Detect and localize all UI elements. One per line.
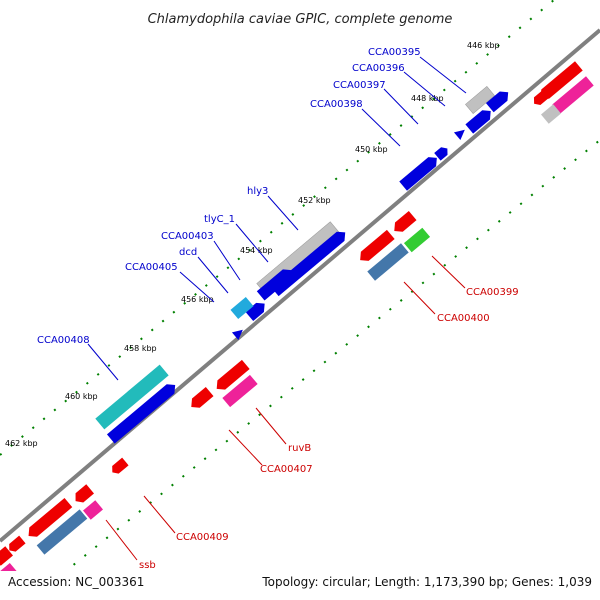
- kbp-labels: 446 kbp 448 kbp 450 kbp 452 kbp 454 kbp …: [5, 41, 500, 448]
- leaders-forward: [87, 56, 467, 381]
- gene-label[interactable]: ruvB: [288, 443, 311, 454]
- kbp-label: 460 kbp: [65, 392, 98, 401]
- gene-label[interactable]: ssb: [139, 560, 156, 571]
- gene-cca00396[interactable]: [465, 106, 494, 134]
- gene-cca00405[interactable]: [230, 296, 254, 320]
- gene-cca00403[interactable]: [256, 266, 295, 301]
- gene-label[interactable]: dcd: [179, 247, 197, 258]
- gene-cca00408[interactable]: [95, 364, 169, 430]
- gene-label[interactable]: CCA00395: [368, 47, 421, 58]
- kbp-label: 458 kbp: [124, 344, 157, 353]
- ticks-inner: [29, 139, 600, 600]
- gene-cca00407-small[interactable]: [187, 386, 214, 412]
- kbp-label: 452 kbp: [298, 196, 331, 205]
- gene-cca00408b[interactable]: [106, 380, 179, 444]
- footer-bg: [0, 571, 600, 600]
- gene-ssb[interactable]: [83, 500, 103, 520]
- kbp-label: 456 kbp: [181, 295, 214, 304]
- gene-label[interactable]: CCA00398: [310, 99, 363, 110]
- kbp-label: 462 kbp: [5, 439, 38, 448]
- accession-text: Accession: NC_003361: [8, 575, 144, 589]
- kbp-label: 448 kbp: [411, 94, 444, 103]
- gene-right-grey[interactable]: [541, 104, 561, 124]
- gene-label[interactable]: CCA00399: [466, 287, 519, 298]
- gene-ssb-steelblue[interactable]: [36, 509, 88, 555]
- genome-stats-text: Topology: circular; Length: 1,173,390 bp…: [261, 575, 592, 589]
- gene-label[interactable]: CCA00407: [260, 464, 313, 475]
- gene-right-red-small[interactable]: [531, 90, 549, 108]
- gene-right-magenta[interactable]: [552, 76, 594, 114]
- gene-label[interactable]: CCA00397: [333, 80, 386, 91]
- gene-tlyc-1[interactable]: [270, 228, 349, 297]
- gene-label[interactable]: CCA00400: [437, 313, 490, 324]
- ticks-outer: [0, 0, 556, 456]
- gene-cca00399-red[interactable]: [390, 210, 417, 236]
- kbp-label: 450 kbp: [355, 145, 388, 154]
- gene-cca00398[interactable]: [399, 153, 440, 191]
- tick-row-inner: [29, 139, 600, 600]
- genome-backbone: [0, 28, 600, 543]
- gene-ruvb[interactable]: [222, 374, 258, 408]
- gene-label[interactable]: tlyC_1: [204, 214, 235, 225]
- gene-label[interactable]: hly3: [247, 186, 268, 197]
- genes-forward: [95, 86, 512, 444]
- labels-forward: CCA00395 CCA00396 CCA00397 CCA00398 hly3…: [37, 47, 421, 346]
- gene-cca00405-small[interactable]: [231, 326, 246, 341]
- genes-reverse: [0, 61, 594, 586]
- gene-label[interactable]: CCA00405: [125, 262, 178, 273]
- gene-ssb-red-small[interactable]: [72, 484, 94, 505]
- labels-reverse: CCA00399 CCA00400 ruvB CCA00407 CCA00409…: [139, 287, 519, 571]
- gene-label[interactable]: CCA00408: [37, 335, 90, 346]
- gene-left-red2[interactable]: [0, 546, 13, 566]
- gene-left-red[interactable]: [6, 535, 26, 555]
- gene-label[interactable]: CCA00409: [176, 532, 229, 543]
- gene-cca00409[interactable]: [109, 457, 129, 477]
- gene-cca00395[interactable]: [465, 86, 495, 114]
- gene-dcd[interactable]: [245, 299, 268, 322]
- map-title: Chlamydophila caviae GPIC, complete geno…: [148, 12, 453, 27]
- gene-ssb-red[interactable]: [25, 497, 73, 541]
- leaders-reverse: [105, 255, 466, 561]
- gene-cca00399[interactable]: [403, 227, 431, 253]
- gene-cca00398b[interactable]: [434, 145, 450, 161]
- kbp-label: 446 kbp: [467, 41, 500, 50]
- gene-label[interactable]: CCA00403: [161, 231, 214, 242]
- tick-row-outer: [0, 0, 556, 456]
- gene-cca00400[interactable]: [367, 243, 409, 281]
- gene-cca00398-small[interactable]: [453, 126, 468, 141]
- gene-right-red[interactable]: [537, 61, 583, 102]
- gene-cca00400-red[interactable]: [356, 229, 395, 265]
- gene-label[interactable]: CCA00396: [352, 63, 405, 74]
- gene-cca00407[interactable]: [213, 359, 250, 394]
- kbp-label: 454 kbp: [240, 246, 273, 255]
- gene-cca00397[interactable]: [485, 88, 512, 113]
